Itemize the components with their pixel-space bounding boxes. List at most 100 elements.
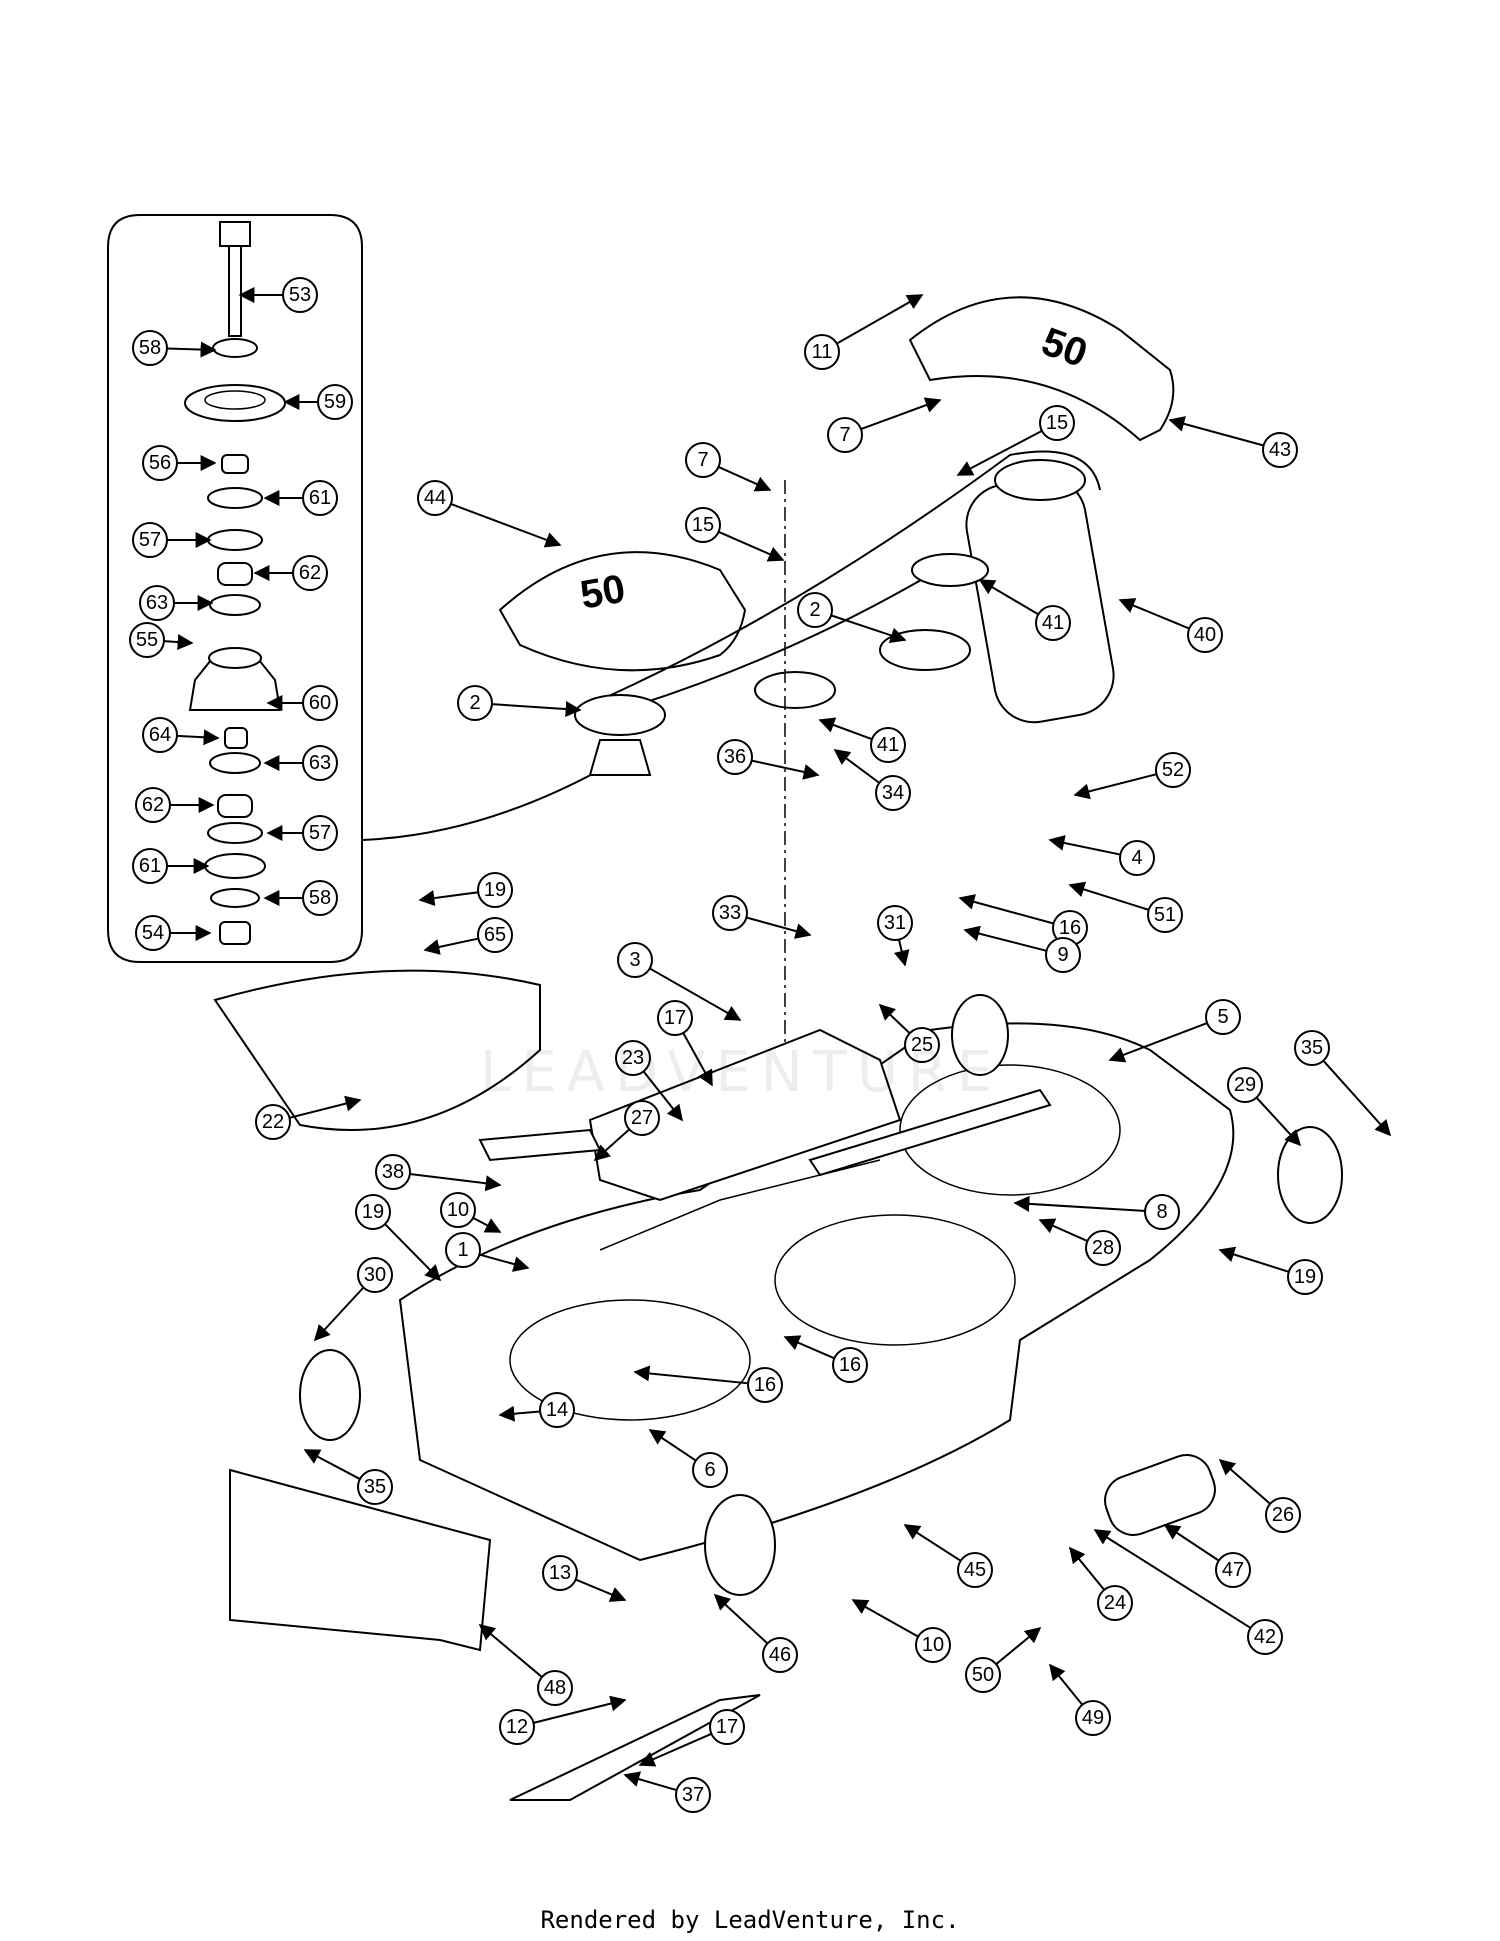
deck-size-marking: 50 <box>577 567 628 618</box>
leader-line <box>1013 1195 1146 1212</box>
callout-c13: 13 <box>542 1555 627 1602</box>
callout-circle <box>1097 1585 1133 1621</box>
part-number-label: 30 <box>364 1264 386 1286</box>
callout-circle <box>675 1777 711 1813</box>
callout-c5: 5 <box>1108 999 1241 1063</box>
part-number-label: 62 <box>299 562 321 584</box>
callout-c50: 50 <box>965 1626 1042 1693</box>
leader-line <box>958 894 1054 925</box>
callout-circle <box>915 1627 951 1663</box>
callout-c62a: 62 <box>253 555 328 591</box>
callout-circle <box>1075 1700 1111 1736</box>
callout-c19b: 19 <box>1218 1246 1323 1295</box>
callout-c58a: 58 <box>132 330 217 366</box>
leader-line <box>963 925 1047 952</box>
leader-line <box>718 466 772 492</box>
leader-line <box>1048 1663 1084 1706</box>
leader-line <box>783 1335 835 1360</box>
callout-circle <box>870 727 906 763</box>
callout-c22: 22 <box>255 1095 362 1140</box>
callout-c61a: 61 <box>263 480 338 516</box>
part-number-label: 50 <box>972 1664 994 1686</box>
callout-circle <box>135 915 171 951</box>
callout-circle <box>712 895 748 931</box>
leader-line <box>1068 1546 1106 1591</box>
callout-c26: 26 <box>1218 1458 1301 1533</box>
callout-circle <box>142 717 178 753</box>
leader-line <box>384 1223 442 1282</box>
part-number-label: 14 <box>546 1399 568 1421</box>
callout-circle <box>542 1555 578 1591</box>
callout-c16a: 16 <box>958 894 1088 946</box>
callout-circle <box>355 1194 391 1230</box>
callout-circle <box>302 480 338 516</box>
callout-c19c: 19 <box>355 1194 442 1282</box>
callout-circle <box>624 1100 660 1136</box>
leader-line <box>1163 1524 1220 1562</box>
callout-circle <box>685 442 721 478</box>
leader-line <box>1218 1458 1271 1505</box>
part-number-label: 15 <box>1046 412 1068 434</box>
leader-line <box>903 1524 962 1562</box>
callout-c38: 38 <box>375 1154 502 1192</box>
callout-circle <box>657 1000 693 1036</box>
part-number-label: 31 <box>884 912 906 934</box>
part-number-label: 46 <box>769 1644 791 1666</box>
part-number-label: 7 <box>839 424 850 446</box>
callout-c1: 1 <box>445 1232 530 1272</box>
callout-c15a: 15 <box>956 405 1075 476</box>
part-number-label: 60 <box>309 692 331 714</box>
callout-circle <box>282 277 318 313</box>
spindle-parts <box>184 221 286 945</box>
callout-c55: 55 <box>129 622 194 658</box>
callout-circle <box>904 1027 940 1063</box>
part-number-label: 12 <box>506 1716 528 1738</box>
part-number-label: 43 <box>1269 439 1291 461</box>
part-number-label: 23 <box>622 1047 644 1069</box>
part-number-label: 28 <box>1092 1237 1114 1259</box>
part-number-label: 1 <box>457 1239 468 1261</box>
part-number-label: 64 <box>149 724 171 746</box>
callout-c33: 33 <box>712 895 812 939</box>
callout-circle <box>1187 617 1223 653</box>
callout-c36: 36 <box>717 739 820 780</box>
callout-c54: 54 <box>135 915 212 951</box>
leader-line <box>956 430 1043 476</box>
callout-c64: 64 <box>142 717 220 753</box>
callout-c2a: 2 <box>797 592 907 644</box>
callout-circle <box>877 905 913 941</box>
callout-circle <box>1262 432 1298 468</box>
part-number-label: 61 <box>139 855 161 877</box>
part-number-label: 52 <box>1162 759 1184 781</box>
leader-line <box>303 1449 361 1480</box>
part-number-label: 16 <box>839 1354 861 1376</box>
callout-circle <box>804 334 840 370</box>
leader-line <box>1255 1096 1302 1147</box>
leader-line <box>1168 416 1264 447</box>
callout-c62b: 62 <box>135 787 215 823</box>
part-number-label: 26 <box>1272 1504 1294 1526</box>
callout-circle <box>1294 1030 1330 1066</box>
callout-c35a: 35 <box>1294 1030 1392 1137</box>
part-number-label: 22 <box>262 1111 284 1133</box>
callout-circle <box>685 507 721 543</box>
part-number-label: 63 <box>146 592 168 614</box>
callout-c53: 53 <box>238 277 318 313</box>
callout-c49: 49 <box>1048 1663 1111 1736</box>
callout-circle <box>617 942 653 978</box>
part-number-label: 8 <box>1156 1201 1167 1223</box>
callout-circle <box>142 445 178 481</box>
part-number-label: 41 <box>877 734 899 756</box>
callout-circle <box>440 1192 476 1228</box>
callout-c47: 47 <box>1163 1524 1251 1588</box>
leader-line <box>1048 835 1121 856</box>
callout-c15b: 15 <box>685 507 785 562</box>
leader-line <box>893 939 910 967</box>
footer-credit: Rendered by LeadVenture, Inc. <box>540 1906 960 1934</box>
part-number-label: 3 <box>629 949 640 971</box>
callout-c37: 37 <box>623 1771 711 1813</box>
callout-circle <box>1039 405 1075 441</box>
leader-line <box>751 759 820 780</box>
part-number-label: 42 <box>1254 1626 1276 1648</box>
